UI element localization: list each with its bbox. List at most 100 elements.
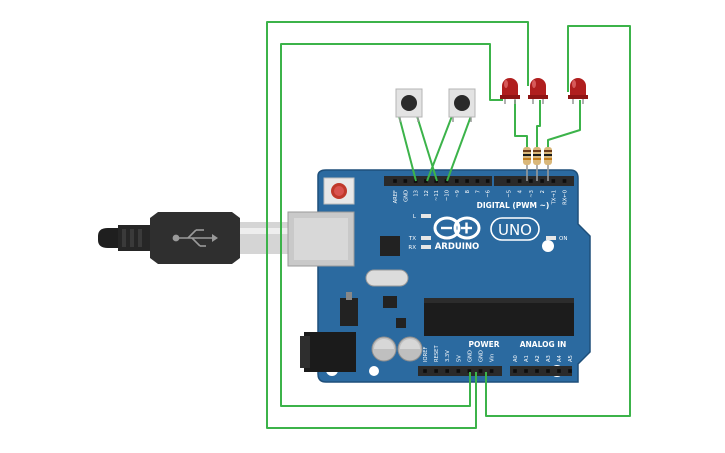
digital-pin-hole[interactable]: [517, 179, 522, 183]
wire-gnd-loop-inner[interactable]: [280, 43, 503, 407]
brand-label: ARDUINO: [435, 242, 480, 252]
power-pin-hole[interactable]: [489, 369, 494, 373]
analog-pin-label: A5: [568, 355, 574, 362]
usb-chip: [380, 236, 400, 256]
l-led-label: L: [413, 214, 417, 220]
wire-led1-resistor[interactable]: [514, 100, 528, 148]
digital-pin-label: ~3: [529, 190, 535, 198]
resistors: [523, 147, 552, 181]
led-1[interactable]: [500, 78, 520, 104]
analog-pin-hole[interactable]: [535, 369, 539, 373]
digital-header-label: DIGITAL (PWM ~): [477, 201, 550, 210]
digital-pin-hole[interactable]: [506, 179, 511, 183]
digital-pin-label: 12: [424, 190, 430, 197]
digital-pin-hole[interactable]: [424, 179, 428, 183]
rx-led-label: RX: [408, 245, 416, 251]
wire-led2-resistor[interactable]: [536, 100, 541, 148]
atmega-chip: [424, 298, 574, 336]
analog-pin-label: A1: [524, 355, 530, 362]
digital-pin-hole[interactable]: [444, 179, 449, 183]
leds: [500, 78, 588, 104]
digital-pin-label: 2: [540, 190, 546, 193]
analog-pin-label: A2: [535, 355, 541, 362]
wire-led3-resistor[interactable]: [547, 100, 581, 148]
power-pin-hole[interactable]: [478, 369, 483, 373]
wire-gnd-loop-outer[interactable]: [266, 21, 529, 429]
tx-led-label: TX: [408, 236, 416, 242]
usb-cable[interactable]: [98, 212, 300, 264]
digital-pin-label: 8: [465, 190, 471, 193]
pushbutton-2[interactable]: [448, 88, 476, 122]
capacitor: [371, 336, 397, 362]
digital-pin-label: ~6: [486, 190, 492, 198]
digital-pin-hole[interactable]: [455, 179, 459, 183]
model-label: UNO: [498, 221, 532, 239]
digital-pin-hole[interactable]: [540, 179, 544, 183]
digital-pin-label: TX→1: [551, 190, 557, 205]
power-jack: [300, 332, 356, 372]
power-pin-hole[interactable]: [456, 369, 461, 373]
l-led: [421, 214, 431, 218]
on-led: [546, 236, 556, 240]
digital-pin-label: ~11: [434, 190, 440, 201]
arduino-logo: [433, 216, 481, 240]
power-pin-hole[interactable]: [445, 369, 449, 373]
analog-pin-label: A3: [546, 355, 552, 362]
digital-pin-hole[interactable]: [529, 179, 533, 183]
reset-button[interactable]: [323, 177, 355, 205]
wire-pin11-button1[interactable]: [416, 115, 438, 182]
digital-pin-label: ~5: [507, 190, 513, 198]
rx-led: [421, 245, 431, 249]
digital-pin-label: ~9: [455, 190, 461, 198]
power-pin-hole[interactable]: [423, 369, 427, 373]
led-3[interactable]: [568, 78, 588, 104]
resistor-2[interactable]: [533, 147, 541, 181]
power-pin-label: IOREF: [423, 347, 429, 362]
digital-pin-label: AREF: [393, 190, 399, 203]
digital-pin-label: 7: [475, 190, 481, 193]
wire-vin-to-led3[interactable]: [485, 25, 631, 417]
analog-pin-hole[interactable]: [557, 369, 561, 373]
digital-pin-label: GND: [403, 190, 409, 202]
digital-pin-label: 13: [414, 190, 420, 197]
power-pin-label: GND: [467, 350, 473, 362]
led-2[interactable]: [528, 78, 548, 104]
digital-pin-hole[interactable]: [551, 179, 556, 183]
digital-pin-label: 4: [518, 189, 524, 193]
analog-pin-hole[interactable]: [524, 369, 528, 373]
model-badge: UNO: [490, 217, 540, 241]
crystal: [365, 269, 409, 287]
digital-pin-hole[interactable]: [485, 179, 490, 183]
power-pin-label: RESET: [434, 345, 440, 362]
analog-pin-hole[interactable]: [546, 369, 550, 373]
wire-pin12-button2[interactable]: [426, 115, 453, 182]
regulator: [340, 298, 358, 326]
digital-pin-hole[interactable]: [475, 179, 480, 183]
resistor-1[interactable]: [523, 147, 531, 181]
power-pin-hole[interactable]: [467, 369, 472, 373]
pushbutton-1[interactable]: [395, 88, 423, 122]
analog-pin-label: A4: [557, 354, 563, 362]
power-pin-hole[interactable]: [434, 369, 438, 373]
analog-pin-hole[interactable]: [568, 369, 572, 373]
digital-pin-hole[interactable]: [465, 179, 469, 183]
digital-header-right: [494, 176, 574, 186]
resistor-3[interactable]: [544, 147, 552, 181]
analog-header: [510, 366, 572, 376]
power-pin-label: 5V: [456, 355, 462, 362]
power-header-label: POWER: [468, 340, 499, 349]
digital-pin-hole[interactable]: [562, 179, 567, 183]
analog-pin-hole[interactable]: [513, 369, 517, 373]
wires: [266, 21, 631, 429]
digital-pin-hole[interactable]: [393, 179, 397, 183]
digital-pin-label: RX←0: [563, 190, 569, 205]
usb-icon: [172, 229, 218, 247]
power-pin-label: 3.3V: [445, 350, 451, 362]
wire-pin10-button2[interactable]: [446, 115, 472, 182]
wire-pin13-button1[interactable]: [398, 115, 417, 182]
tx-led: [421, 236, 431, 240]
digital-pin-hole[interactable]: [403, 179, 408, 183]
capacitor: [397, 336, 423, 362]
